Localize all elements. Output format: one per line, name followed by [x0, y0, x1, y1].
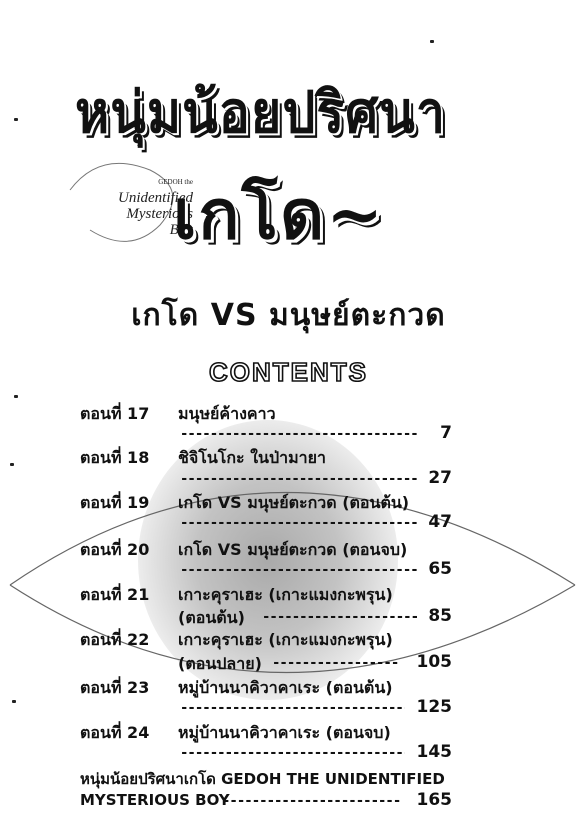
logo-english-line2: Mysterious — [126, 206, 193, 222]
toc-leader-dots: ------------------------- — [262, 609, 418, 625]
toc-entry-title: มนุษย์ค้างคาว — [178, 404, 276, 423]
toc-entry-page: 7 — [440, 423, 452, 443]
toc-entry-title: เกาะคุราเฮะ (เกาะแมงกะพรุน) — [178, 630, 393, 649]
toc-entry-19: ตอนที่ 19 เกโด VS มนุษย์ตะกวด (ตอนต้น) — [80, 491, 409, 516]
volume-subtitle: เกโด VS มนุษย์ตะกวด — [131, 298, 446, 333]
toc-entry-page: 85 — [428, 606, 452, 626]
logo-english: GEDOH the Unidentified Mysterious Boy — [83, 174, 193, 238]
toc-entry-label: ตอนที่ 23 — [80, 678, 150, 697]
toc-entry-title: เกโด VS มนุษย์ตะกวด (ตอนจบ) — [178, 540, 408, 559]
toc-entry-title: เกาะคุราเฮะ (เกาะแมงกะพรุน) — [178, 585, 393, 604]
toc-entry-24: ตอนที่ 24 หมู่บ้านนาคิวาคาเระ (ตอนจบ) — [80, 721, 391, 746]
toc-entry-23: ตอนที่ 23 หมู่บ้านนาคิวาคาเระ (ตอนต้น) — [80, 676, 393, 701]
toc-entry-title: หมู่บ้านนาคิวาคาเระ (ตอนต้น) — [178, 678, 393, 697]
logo-title: หนุ่มน้อยปริศนา — [75, 79, 447, 147]
scan-speck — [430, 40, 434, 43]
toc-entry-label: ตอนที่ 18 — [80, 448, 150, 467]
title-logo: หนุ่มน้อยปริศนา GEDOH the Unidentified M… — [55, 62, 485, 262]
toc-entry-title: หมู่บ้านนาคิวาคาเระ (ตอนจบ) — [178, 723, 391, 742]
toc-entry-21: ตอนที่ 21 เกาะคุราเฮะ (เกาะแมงกะพรุน) — [80, 583, 393, 608]
footer-leader-dots: ---------------------------- — [222, 793, 402, 809]
toc-entry-page: 105 — [416, 652, 453, 672]
toc-entry-page: 27 — [428, 468, 452, 488]
contents-heading: CONTENTS — [208, 356, 368, 388]
logo-english-line1: Unidentified — [118, 190, 193, 206]
toc-entry-22: ตอนที่ 22 เกาะคุราเฮะ (เกาะแมงกะพรุน) — [80, 628, 393, 653]
scan-speck — [10, 463, 14, 466]
toc-entry-page: 47 — [428, 512, 452, 532]
scan-speck — [12, 700, 16, 703]
logo-name: เกโด~ — [173, 175, 386, 255]
toc-leader-dots: ------------------------------------ — [180, 745, 405, 761]
toc-entry-20: ตอนที่ 20 เกโด VS มนุษย์ตะกวด (ตอนจบ) — [80, 538, 407, 563]
toc-leader-dots: -------------------------------------- — [180, 426, 418, 442]
footer-line-1: หนุ่มน้อยปริศนาเกโด GEDOH THE UNIDENTIFI… — [80, 770, 445, 788]
toc-entry-17: ตอนที่ 17 มนุษย์ค้างคาว — [80, 402, 276, 427]
scan-speck — [14, 118, 18, 121]
toc-entry-21-continued: (ตอนต้น) — [178, 606, 245, 631]
toc-leader-dots: -------------------------------------- — [180, 562, 418, 578]
toc-leader-dots: -------------------- — [272, 655, 400, 671]
toc-entry-label: ตอนที่ 22 — [80, 630, 150, 649]
footer-line-2: MYSTERIOUS BOY — [80, 791, 230, 809]
toc-entry-label: ตอนที่ 19 — [80, 493, 150, 512]
toc-entry-22-continued: (ตอนปลาย) — [178, 652, 262, 677]
toc-entry-label: ตอนที่ 20 — [80, 540, 150, 559]
toc-entry-title-part2: (ตอนปลาย) — [178, 654, 262, 673]
toc-entry-page: 125 — [416, 697, 453, 717]
scan-speck — [14, 395, 18, 398]
toc-entry-label: ตอนที่ 17 — [80, 404, 150, 423]
toc-entry-page: 145 — [416, 742, 453, 762]
toc-leader-dots: -------------------------------------- — [180, 515, 418, 531]
toc-entry-18: ตอนที่ 18 ชิจิโนโกะ ในป่ามายา — [80, 446, 326, 471]
swirl-mark — [69, 162, 174, 242]
logo-english-small: GEDOH the — [158, 178, 193, 186]
eye-outline-lower — [9, 584, 576, 674]
toc-entry-title: เกโด VS มนุษย์ตะกวด (ตอนต้น) — [178, 493, 410, 512]
toc-entry-title-part2: (ตอนต้น) — [178, 608, 245, 627]
toc-leader-dots: -------------------------------------- — [180, 471, 418, 487]
toc-entry-page: 65 — [428, 559, 452, 579]
toc-leader-dots: ------------------------------------ — [180, 700, 405, 716]
toc-entry-title: ชิจิโนโกะ ในป่ามายา — [178, 448, 326, 467]
eye-outline-upper — [9, 491, 576, 586]
footer-page: 165 — [416, 790, 453, 810]
halo-shape — [138, 420, 398, 700]
toc-entry-label: ตอนที่ 24 — [80, 723, 150, 742]
logo-english-line3: Boy — [169, 222, 193, 238]
toc-entry-label: ตอนที่ 21 — [80, 585, 150, 604]
